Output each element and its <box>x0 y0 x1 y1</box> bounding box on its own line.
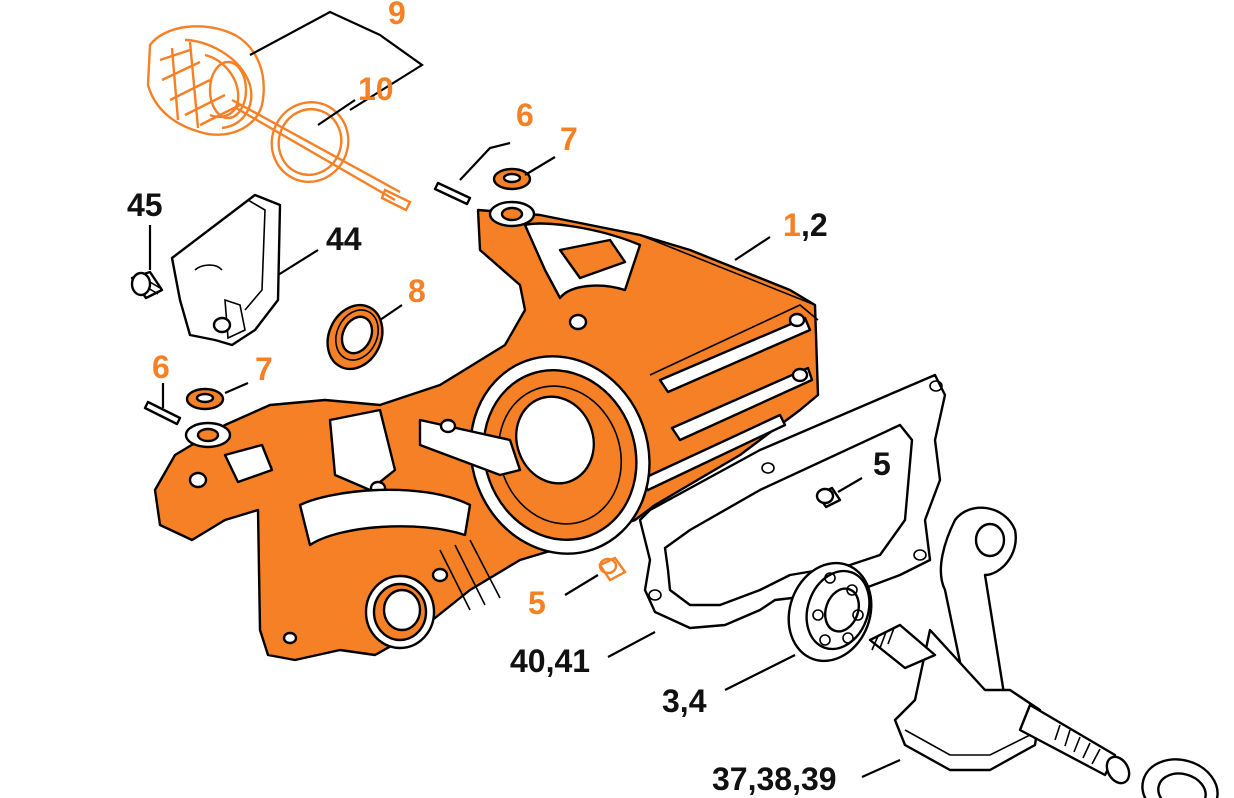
washer-left-part <box>185 387 225 411</box>
screw-part <box>130 270 164 300</box>
callout-6-left: 6 <box>152 349 170 385</box>
callout-44: 44 <box>326 221 362 257</box>
callout-5-right: 5 <box>873 446 891 482</box>
leader-lines <box>148 10 901 779</box>
callout-45: 45 <box>127 187 163 223</box>
callout-10: 10 <box>358 71 394 107</box>
callout-40-41: 40,41 <box>510 643 590 679</box>
crankcase-part <box>153 200 820 662</box>
callout-7-top: 7 <box>560 121 578 157</box>
gasket-part <box>638 373 947 630</box>
washer-top-part <box>492 167 532 191</box>
callout-1: 1 <box>783 207 801 243</box>
callout-7-left: 7 <box>255 351 273 387</box>
callout-8: 8 <box>408 273 426 309</box>
pin-top-part <box>433 181 472 206</box>
callout-3-4: 3,4 <box>662 683 707 719</box>
sleeve-left-part <box>598 556 627 582</box>
o-ring-part <box>270 101 350 183</box>
oil-pump-part <box>146 25 412 212</box>
sleeve-right-part <box>815 486 842 509</box>
crankshaft-part <box>868 506 1219 798</box>
callout-37-38-39: 37,38,39 <box>712 761 837 797</box>
callout-9: 9 <box>388 0 406 31</box>
callout-2: ,2 <box>801 207 828 243</box>
cover-part <box>170 193 282 347</box>
callout-6-top: 6 <box>516 97 534 133</box>
callout-5-left: 5 <box>528 585 546 621</box>
pin-left-part <box>143 400 182 426</box>
seal-part <box>326 303 384 371</box>
ball-bearing-part <box>787 561 873 663</box>
